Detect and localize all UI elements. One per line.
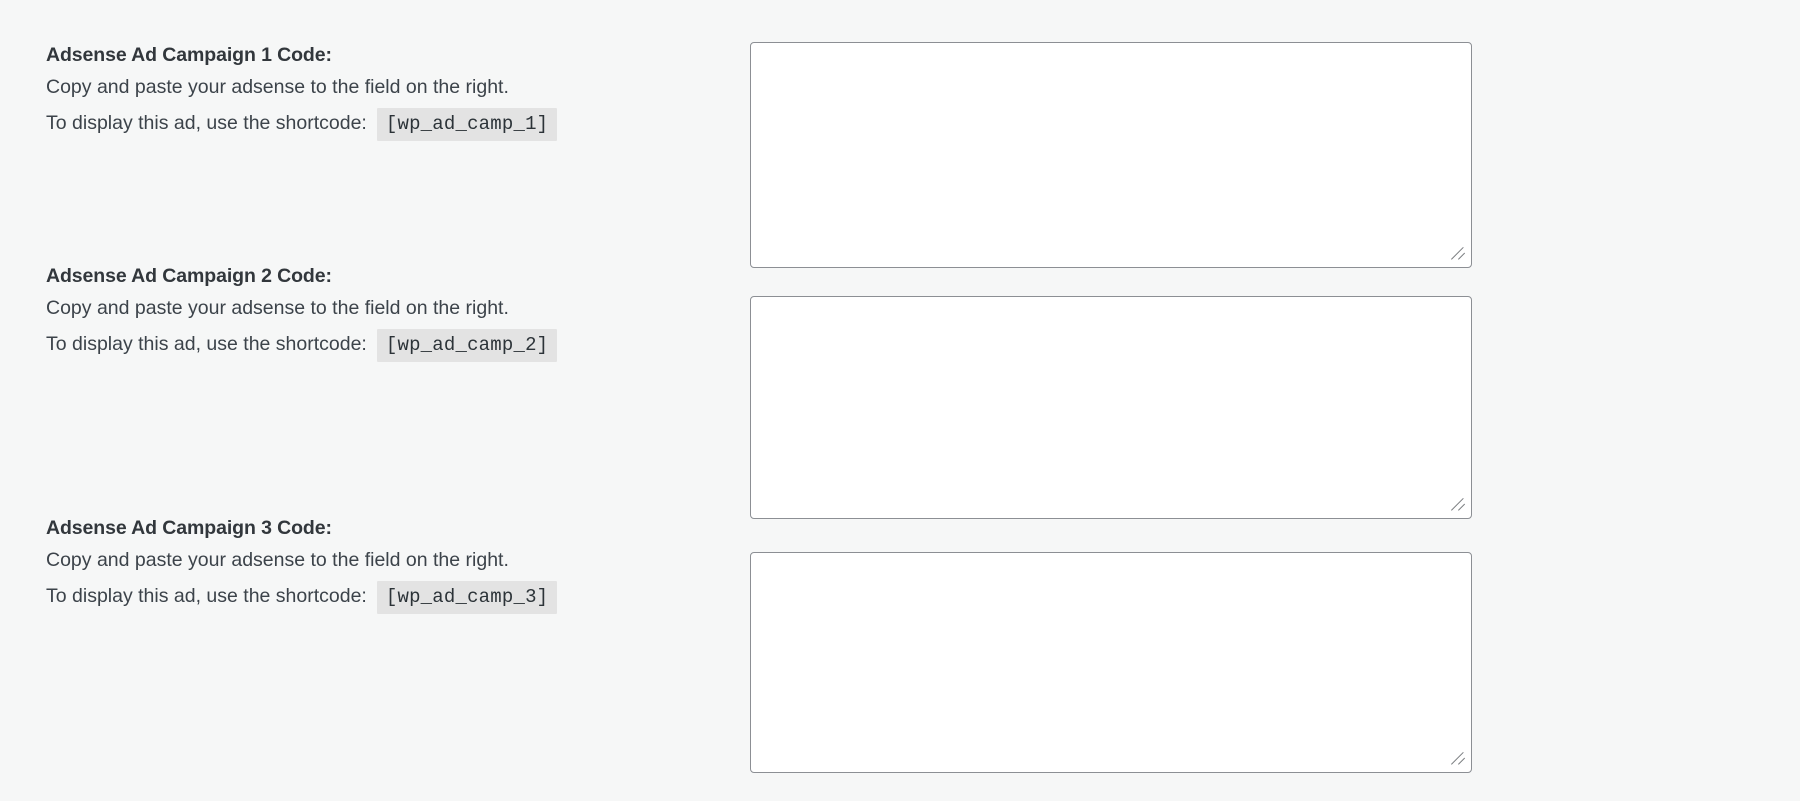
campaign-shortcode-badge-1[interactable]: [wp_ad_camp_1] [376, 108, 558, 141]
campaign-title-2: Adsense Ad Campaign 2 Code: [46, 265, 332, 287]
campaign-shortcode-badge-2[interactable]: [wp_ad_camp_2] [376, 329, 558, 362]
campaign-shortcode-prefix-3: To display this ad, use the shortcode: [46, 585, 367, 607]
campaign-label-block-2: Adsense Ad Campaign 2 Code: Copy and pas… [46, 263, 696, 362]
campaign-code-textarea-3[interactable] [750, 552, 1472, 773]
campaign-label-block-3: Adsense Ad Campaign 3 Code: Copy and pas… [46, 515, 696, 614]
campaign-title-1: Adsense Ad Campaign 1 Code: [46, 44, 332, 66]
campaign-description-3: Copy and paste your adsense to the field… [46, 549, 509, 571]
campaign-shortcode-prefix-2: To display this ad, use the shortcode: [46, 333, 367, 355]
campaign-shortcode-prefix-1: To display this ad, use the shortcode: [46, 112, 367, 134]
campaign-shortcode-line-3: To display this ad, use the shortcode: [w… [46, 573, 696, 614]
campaign-description-1: Copy and paste your adsense to the field… [46, 76, 509, 98]
campaign-shortcode-badge-3[interactable]: [wp_ad_camp_3] [376, 581, 558, 614]
campaign-code-textarea-2[interactable] [750, 296, 1472, 519]
campaign-label-block-1: Adsense Ad Campaign 1 Code: Copy and pas… [46, 42, 696, 141]
campaign-description-2: Copy and paste your adsense to the field… [46, 297, 509, 319]
campaign-shortcode-line-1: To display this ad, use the shortcode: [w… [46, 100, 696, 141]
campaign-shortcode-line-2: To display this ad, use the shortcode: [w… [46, 321, 696, 362]
campaign-code-textarea-1[interactable] [750, 42, 1472, 268]
campaign-title-3: Adsense Ad Campaign 3 Code: [46, 517, 332, 539]
